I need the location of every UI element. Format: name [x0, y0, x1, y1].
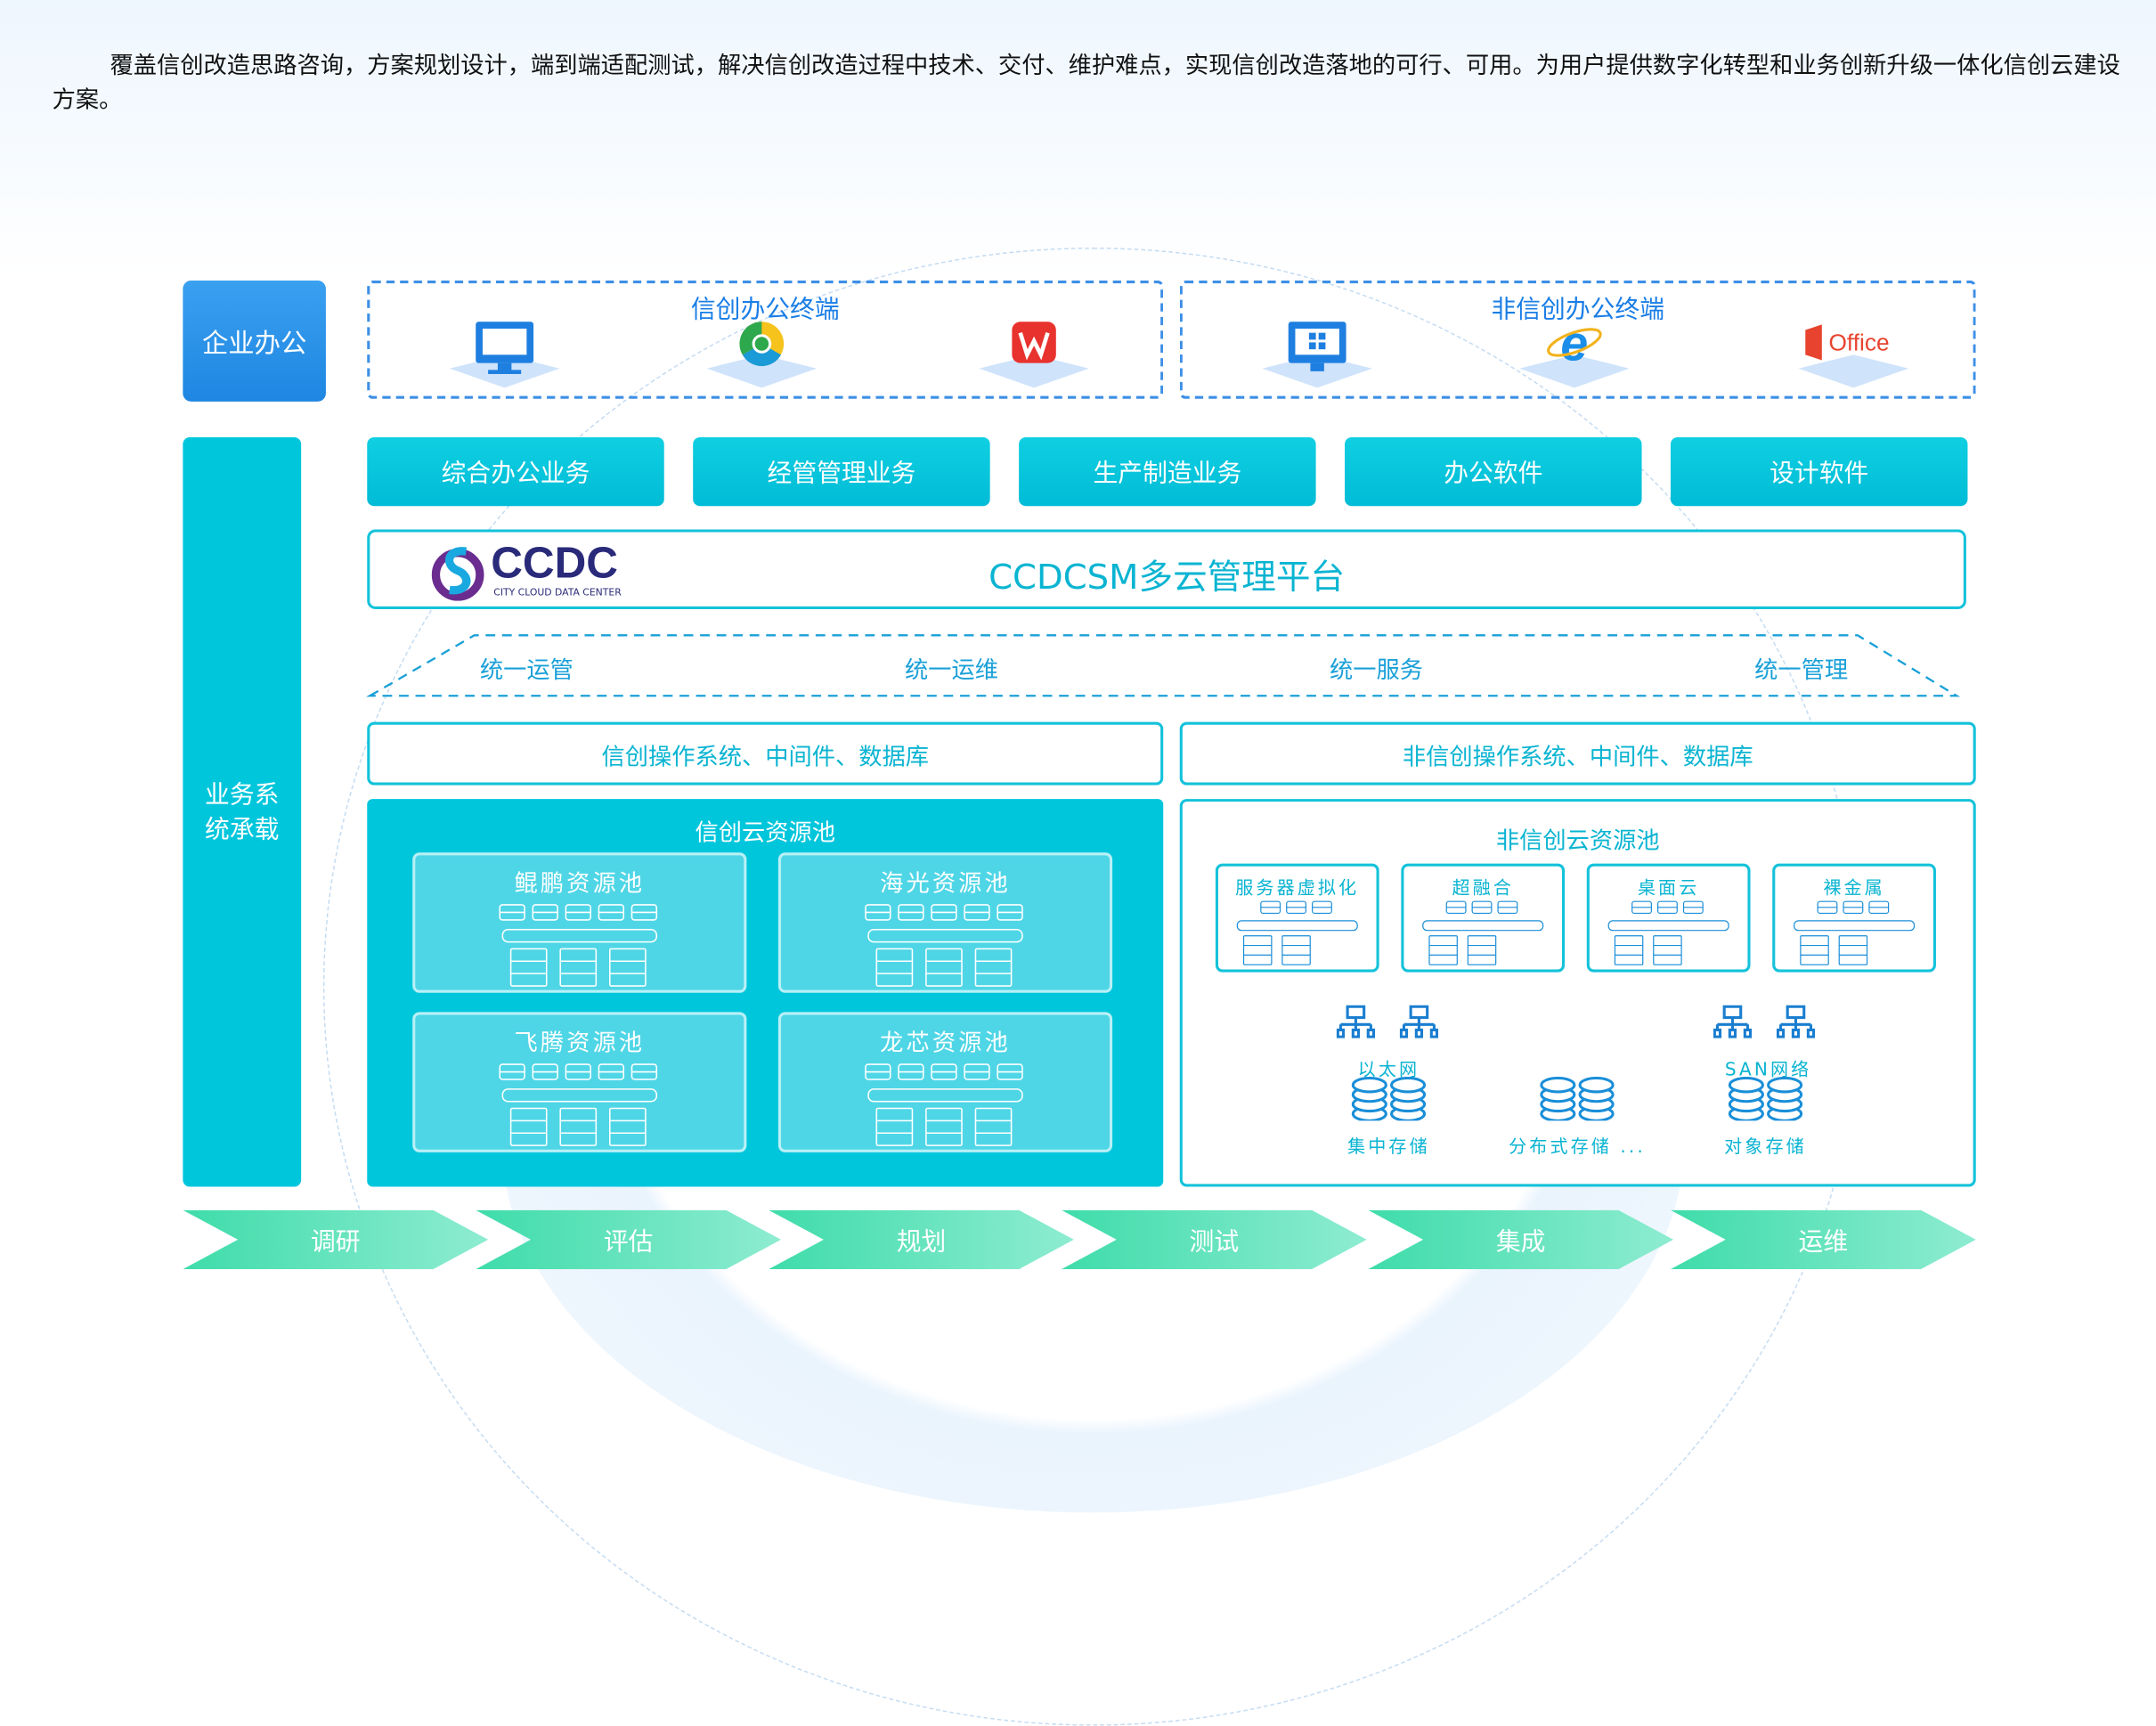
storage-icon: [1727, 1076, 1803, 1127]
storage-label: 对象存储: [1724, 1136, 1807, 1159]
nxc-sub-pool: 裸金属: [1772, 863, 1936, 973]
xc-pool-title: 信创云资源池: [695, 819, 835, 848]
server-cluster-icon: [1590, 900, 1748, 972]
xc-sub-pool-title: 鲲鹏资源池: [514, 870, 646, 899]
network-switch-icon: [1776, 1005, 1816, 1044]
xc-sub-pool-title: 飞腾资源池: [514, 1030, 646, 1058]
ccdc-logo-icon: [431, 547, 484, 601]
business-item: 经管管理业务: [693, 436, 990, 507]
xc-os-box: 信创操作系统、中间件、数据库: [367, 721, 1164, 786]
nxc-resource-pool: 非信创云资源池 服务器虚拟化 超融合 桌面云 裸金属 以太网 SAN网络 集中存…: [1179, 799, 1976, 1187]
server-cluster-icon: [1218, 900, 1377, 972]
ccdc-logo-text: CCDC: [491, 537, 618, 588]
storage-label: 集中存储: [1347, 1136, 1430, 1159]
xc-sub-pool-title: 龙芯资源池: [880, 1030, 1011, 1058]
step-evaluate: 评估: [476, 1209, 781, 1270]
monitor-icon: [449, 319, 560, 395]
xc-sub-pool-title: 海光资源池: [880, 870, 1011, 899]
xc-sub-pool: 飞腾资源池: [412, 1012, 747, 1152]
network-switch-icon: [1713, 1005, 1753, 1044]
server-cluster-icon: [415, 902, 744, 993]
browser-icon: [706, 319, 818, 395]
business-item: 综合办公业务: [367, 436, 664, 507]
business-bar-label: 业务系统承载: [183, 436, 302, 1187]
server-cluster-icon: [1775, 900, 1933, 972]
ccdc-logo-subtitle: CITY CLOUD DATA CENTER: [493, 587, 622, 598]
business-item: 设计软件: [1670, 436, 1968, 507]
network-switch-icon: [1336, 1005, 1376, 1044]
step-research: 调研: [183, 1209, 489, 1270]
network-switch-icon: [1399, 1005, 1439, 1044]
unified-item: 统一服务: [1330, 657, 1424, 685]
nxc-sub-pool: 服务器虚拟化: [1215, 863, 1379, 973]
nxc-sub-pool-title: 桌面云: [1637, 878, 1700, 900]
step-label: 测试: [1189, 1227, 1240, 1257]
business-item: 办公软件: [1345, 436, 1642, 507]
step-label: 调研: [310, 1227, 361, 1257]
san-label: SAN网络: [1724, 1060, 1812, 1081]
storage-icon: [1539, 1076, 1615, 1127]
server-cluster-icon: [781, 1062, 1110, 1152]
xc-terminal-title: 信创办公终端: [690, 295, 840, 325]
windows-monitor-icon: [1262, 319, 1372, 395]
xc-sub-pool: 海光资源池: [777, 852, 1113, 993]
step-label: 评估: [603, 1227, 654, 1257]
nxc-os-box: 非信创操作系统、中间件、数据库: [1179, 721, 1976, 786]
nxc-sub-pool: 桌面云: [1586, 863, 1751, 973]
platform-box: CCDC CITY CLOUD DATA CENTER CCDCSM多云管理平台: [367, 529, 1966, 609]
unified-item: 统一运管: [479, 657, 574, 685]
xc-sub-pool: 龙芯资源池: [777, 1012, 1113, 1152]
server-cluster-icon: [781, 902, 1110, 993]
step-label: 集成: [1495, 1227, 1546, 1257]
step-label: 运维: [1798, 1227, 1849, 1257]
nxc-pool-title: 非信创云资源池: [1495, 827, 1660, 856]
storage-label: 分布式存储 ...: [1509, 1136, 1646, 1159]
storage-icon: [1350, 1076, 1427, 1127]
business-item: 生产制造业务: [1019, 436, 1316, 507]
step-operate: 运维: [1670, 1209, 1976, 1270]
svg-text:e: e: [1560, 319, 1588, 370]
server-cluster-icon: [415, 1062, 744, 1152]
nxc-terminal-group: 非信创办公终端 e Office: [1179, 280, 1976, 399]
xc-sub-pool: 鲲鹏资源池: [412, 852, 747, 993]
nxc-sub-pool-title: 超融合: [1452, 878, 1514, 900]
unified-item: 统一管理: [1754, 657, 1849, 685]
server-cluster-icon: [1403, 900, 1562, 972]
platform-title: CCDCSM多云管理平台: [989, 557, 1346, 598]
nxc-terminal-title: 非信创办公终端: [1491, 295, 1665, 325]
xc-resource-pool: 信创云资源池 鲲鹏资源池 海光资源池 飞腾资源池 龙芯资源池: [367, 799, 1164, 1187]
unified-item: 统一运维: [904, 657, 998, 685]
step-test: 测试: [1061, 1209, 1367, 1270]
ie-icon: e: [1519, 316, 1630, 395]
nxc-sub-pool-title: 服务器虚拟化: [1235, 878, 1360, 900]
step-integrate: 集成: [1368, 1209, 1674, 1270]
nxc-sub-pool-title: 裸金属: [1823, 878, 1885, 900]
unified-dashed-frame: [366, 634, 1961, 697]
step-plan: 规划: [769, 1209, 1074, 1270]
step-label: 规划: [896, 1227, 947, 1257]
wps-icon: [979, 319, 1089, 395]
xc-terminal-group: 信创办公终端: [367, 280, 1164, 399]
ethernet-label: 以太网: [1357, 1060, 1420, 1081]
enterprise-office-label: 企业办公: [183, 280, 326, 402]
office-label: Office: [1828, 330, 1890, 356]
nxc-sub-pool: 超融合: [1401, 863, 1566, 973]
office-icon: Office: [1792, 319, 1929, 395]
intro-text: 覆盖信创改造思路咨询，方案规划设计，端到端适配测试，解决信创改造过程中技术、交付…: [52, 52, 2120, 115]
